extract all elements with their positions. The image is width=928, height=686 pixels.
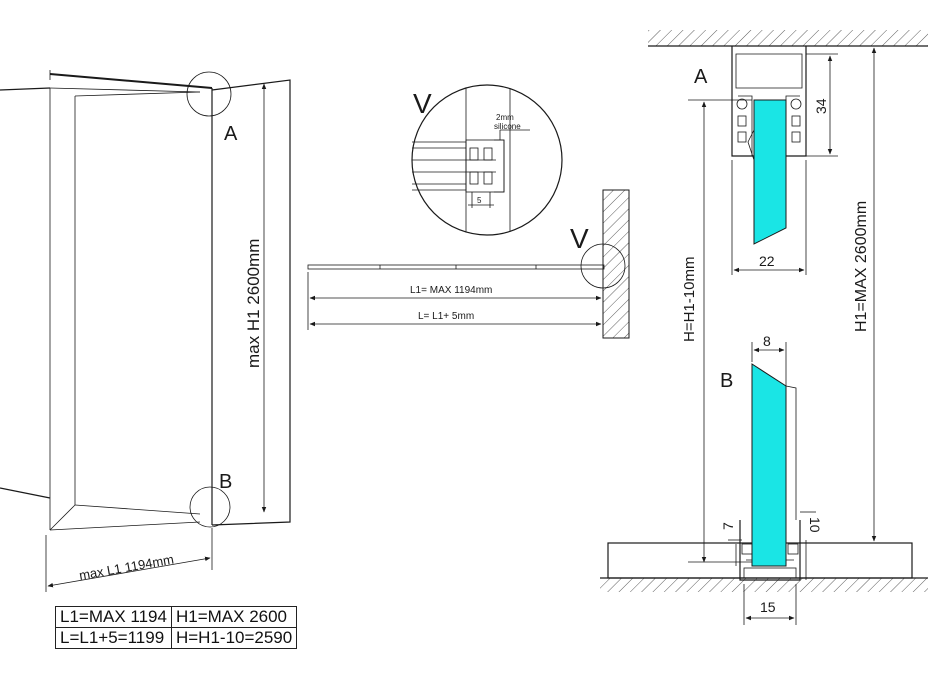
right-detail-a-label: A — [694, 66, 708, 88]
spec-table: L1=MAX 1194 H1=MAX 2600 L=L1+5=1199 H=H1… — [55, 606, 298, 649]
spec-row-1: L1=MAX 1194 H1=MAX 2600 — [55, 606, 298, 628]
dim-7-label: 7 — [720, 522, 736, 530]
left-detail-b-label: B — [219, 471, 232, 493]
h1-dimension-label: H1=MAX 2600mm — [853, 201, 870, 332]
silicone-label-top: 2mm — [496, 113, 514, 122]
zoom-v-label: V — [413, 88, 432, 119]
l-dimension-label: L= L1+ 5mm — [418, 311, 474, 322]
spec-cell-h: H=H1-10=2590 — [170, 627, 298, 649]
dim-22-label: 22 — [759, 253, 775, 269]
spec-cell-l: L=L1+5=1199 — [55, 627, 172, 649]
left-height-label: max H1 2600mm — [244, 239, 263, 368]
middle-plan-view — [307, 84, 630, 339]
dim-34-label: 34 — [813, 98, 829, 114]
left-detail-a-label: A — [224, 123, 238, 145]
right-detail-b-label: B — [720, 370, 733, 392]
h-dimension-label: H=H1-10mm — [681, 257, 698, 342]
detail-circle-b — [189, 486, 231, 528]
dim-15-label: 15 — [760, 599, 776, 615]
l1-dimension-label: L1= MAX 1194mm — [410, 285, 492, 296]
left-width-label: max L1 1194mm — [78, 552, 175, 583]
gap-5-label: 5 — [477, 196, 482, 205]
right-section-view — [600, 30, 928, 625]
spec-row-2: L=L1+5=1199 H=H1-10=2590 — [55, 627, 298, 649]
plan-v-label: V — [570, 223, 589, 254]
spec-cell-h1: H1=MAX 2600 — [170, 606, 298, 628]
dim-10-label: 10 — [807, 517, 823, 533]
detail-circle-a — [186, 71, 232, 117]
silicone-label-bottom: silicone — [494, 122, 521, 131]
dim-8-label: 8 — [763, 333, 771, 349]
left-perspective-view — [0, 70, 291, 592]
spec-cell-l1: L1=MAX 1194 — [55, 606, 172, 628]
